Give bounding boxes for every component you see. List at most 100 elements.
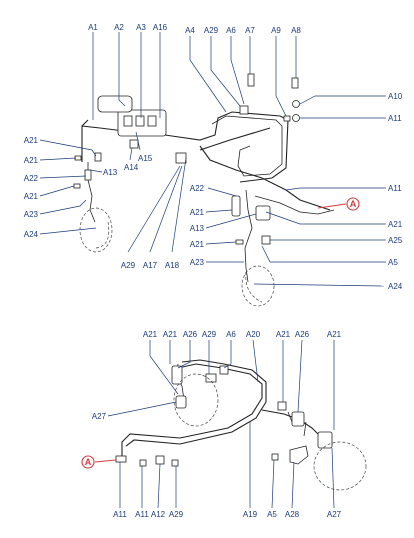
ref-marker-lower-text: A	[85, 457, 92, 467]
label-a25: A25	[388, 236, 403, 245]
disc-left-arc	[95, 221, 110, 249]
caliper-a27-lower	[317, 431, 333, 449]
label-a13-left: A13	[103, 168, 118, 177]
ref-arrow-lower	[94, 459, 117, 463]
label-a23-left: A23	[24, 210, 39, 219]
disc-left	[79, 207, 113, 253]
label-a29: A29	[204, 26, 219, 35]
label-a27-left: A27	[92, 412, 107, 421]
clip-a8	[291, 77, 299, 89]
label-a16: A16	[153, 23, 168, 32]
bracket-a7	[247, 73, 255, 87]
label-a20: A20	[246, 330, 261, 339]
ref-arrow-upper	[317, 203, 347, 209]
valve-port-1	[123, 115, 133, 127]
fitting-a6	[239, 105, 249, 115]
ref-marker-upper-text: A	[350, 199, 357, 209]
fitting-a21-r	[235, 239, 244, 245]
label-a21-l2: A21	[24, 156, 39, 165]
upper-assembly: A A1 A2 A3 A16 A4 A29 A6 A7 A9 A8 A10 A1…	[24, 23, 403, 307]
disc-lower-right	[313, 441, 367, 491]
label-a21-u3: A21	[276, 330, 291, 339]
ref-marker-lower	[81, 455, 95, 469]
label-a24-right: A24	[388, 282, 403, 291]
upper-leaders	[39, 32, 386, 287]
ref-marker-upper	[346, 197, 360, 211]
bracket-a12	[155, 455, 165, 465]
fitting-a6-lower	[219, 365, 229, 375]
label-a1: A1	[88, 23, 98, 32]
label-a28: A28	[285, 510, 300, 519]
lower-main-pipe	[121, 363, 263, 456]
label-a22-left: A22	[24, 174, 39, 183]
label-a11-d1: A11	[113, 510, 127, 519]
label-a11-top: A11	[388, 114, 402, 123]
hose-a26-lower	[291, 411, 305, 427]
nut-a11-lower	[115, 455, 127, 463]
upper-labels: A1 A2 A3 A16 A4 A29 A6 A7 A9 A8 A10 A11 …	[24, 23, 403, 291]
label-a7: A7	[245, 26, 255, 35]
label-a19: A19	[243, 510, 258, 519]
lower-main-pipe-2	[125, 359, 267, 447]
upper-right-run	[254, 195, 335, 215]
bracket-a28	[289, 445, 309, 465]
clip-a29-bottom	[171, 459, 179, 467]
label-a21-u1: A21	[143, 330, 158, 339]
label-a21-c2: A21	[190, 240, 205, 249]
label-a17: A17	[143, 261, 158, 270]
label-a21-u2: A21	[163, 330, 178, 339]
clip-a14	[129, 139, 139, 149]
label-a8: A8	[291, 26, 301, 35]
clip-a29-lower	[205, 373, 217, 383]
junction-a29	[175, 152, 187, 164]
label-a5: A5	[388, 258, 398, 267]
label-a29-bottom: A29	[121, 261, 136, 270]
label-a14: A14	[124, 163, 139, 172]
disc-lower-left	[173, 373, 219, 427]
label-a26-u: A26	[183, 330, 198, 339]
fitting-a21-l3	[73, 183, 81, 189]
label-a6-u: A6	[226, 330, 236, 339]
label-a22-right: A22	[190, 184, 205, 193]
lower-link	[287, 411, 307, 437]
label-a6: A6	[226, 26, 236, 35]
label-a12: A12	[151, 510, 166, 519]
label-a5-d: A5	[267, 510, 277, 519]
label-a15: A15	[138, 154, 153, 163]
hose-a22-right	[231, 195, 241, 217]
label-a11-d2: A11	[135, 510, 149, 519]
fitting-a21-lower	[277, 401, 287, 411]
label-a3: A3	[136, 23, 146, 32]
upper-loop-pipe	[211, 115, 283, 177]
hose-a22-left	[84, 169, 92, 181]
fitting-a21-l1	[94, 152, 102, 162]
nut-a11-lower-2	[139, 459, 147, 467]
label-a26-u2: A26	[295, 330, 310, 339]
label-a21-u4: A21	[327, 330, 342, 339]
label-a11-mid: A11	[388, 184, 402, 193]
label-a23-right: A23	[190, 258, 205, 267]
label-a29-d: A29	[169, 510, 184, 519]
nut-a10	[292, 100, 300, 108]
nut-a11	[292, 114, 300, 122]
fitting-a9	[283, 115, 291, 122]
label-a13-right: A13	[190, 224, 205, 233]
label-a21-l3: A21	[24, 192, 39, 201]
lower-assembly: A A21 A21 A26 A29 A6 A20 A21 A26 A21 A27…	[81, 330, 367, 519]
nut-a5-lower	[271, 453, 279, 461]
upper-right-hose	[244, 189, 253, 283]
bracket-a25	[261, 235, 271, 245]
caliper-a27-upper	[175, 395, 187, 409]
label-a18: A18	[165, 261, 180, 270]
label-a21-c1: A21	[190, 208, 205, 217]
label-a24-left: A24	[24, 230, 39, 239]
reservoir	[97, 95, 133, 113]
label-a27-d: A27	[327, 510, 342, 519]
label-a10: A10	[388, 92, 403, 101]
label-a9: A9	[271, 26, 281, 35]
lower-leaders	[107, 339, 335, 509]
disc-right-arc	[245, 271, 263, 303]
upper-main-pipe-2	[199, 145, 331, 211]
